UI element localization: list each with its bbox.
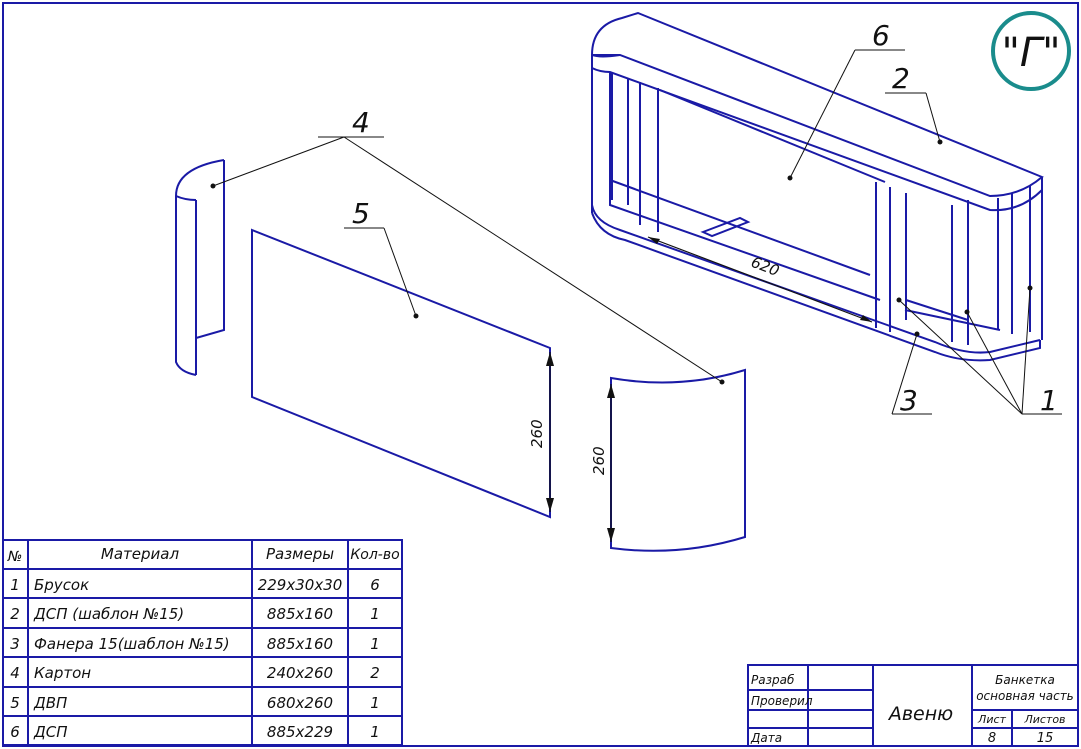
table-header-count: Кол-во xyxy=(350,547,399,563)
table-cell: 1 xyxy=(370,605,380,623)
callout-6: 6 xyxy=(872,19,890,52)
title-block-title-line1: Банкетка xyxy=(995,673,1055,687)
title-block-data: Дата xyxy=(750,731,782,745)
table-cell: 1 xyxy=(10,576,20,594)
part-4-left-curved xyxy=(175,159,225,376)
middle-posts xyxy=(875,182,907,332)
bottom-inner-line xyxy=(904,309,1001,331)
leader-dots xyxy=(210,139,1033,385)
bottom-board-front xyxy=(591,204,1041,354)
table-cell: 2 xyxy=(10,605,20,623)
title-block-list-value: 8 xyxy=(988,731,996,746)
callout-5: 5 xyxy=(352,197,370,230)
dimension-620: 620 xyxy=(647,236,873,323)
table-cell: 229х30х30 xyxy=(258,576,343,594)
table-cell: 4 xyxy=(10,664,20,682)
part-5-panel xyxy=(251,228,551,519)
stamp: "Г" xyxy=(991,11,1071,91)
back-top-line xyxy=(659,89,886,183)
dimension-260-curved-label: 260 xyxy=(590,446,608,475)
title-block-name: Авеню xyxy=(887,703,953,725)
table-cell: ДСП xyxy=(33,723,67,741)
part-4-curved-sheet xyxy=(610,368,746,552)
table-cell: Картон xyxy=(34,664,91,682)
table-header-size: Размеры xyxy=(266,545,334,563)
title-block-listov-value: 15 xyxy=(1037,731,1054,746)
bench-assembly xyxy=(590,11,1044,362)
callout-2: 2 xyxy=(892,62,910,95)
table-cell: 885х160 xyxy=(267,635,333,653)
table-cell: ДВП xyxy=(33,694,67,712)
leader-lines xyxy=(212,49,1062,415)
callout-4: 4 xyxy=(352,106,370,139)
left-posts xyxy=(611,72,659,232)
table-header-material: Материал xyxy=(101,545,180,563)
title-block: Разраб Проверил Дата Авеню Банкетка осно… xyxy=(747,664,1079,747)
table-cell: 1 xyxy=(370,635,380,653)
bottom-slot xyxy=(700,216,751,238)
dimension-260-panel-label: 260 xyxy=(528,419,546,448)
table-cell: Фанера 15(шаблон №15) xyxy=(34,635,230,653)
table-cell: 6 xyxy=(370,576,380,594)
bottom-board-thickness xyxy=(591,212,1041,362)
stamp-circle xyxy=(991,11,1071,91)
table-cell: 2 xyxy=(370,664,380,682)
top-board-thickness xyxy=(591,55,1043,212)
dimension-620-label: 620 xyxy=(749,253,782,280)
materials-table: № Материал Размеры Кол-во 1 Брусок 229х3… xyxy=(2,539,403,746)
table-cell: 5 xyxy=(10,694,20,712)
title-block-title-line2: основная часть xyxy=(976,689,1074,703)
top-board-edge xyxy=(591,54,621,58)
dimension-260-curved: 260 xyxy=(590,384,615,542)
title-block-proveril: Проверил xyxy=(751,694,813,708)
callout-1: 1 xyxy=(1040,384,1058,417)
bottom-inner-line-2 xyxy=(905,299,969,321)
stamp-text: "Г" xyxy=(1001,30,1060,76)
table-cell: 885х229 xyxy=(267,723,333,741)
table-cell: ДСП (шаблон №15) xyxy=(33,605,184,623)
table-cell: 1 xyxy=(370,694,380,712)
dimension-260-panel: 260 xyxy=(528,352,554,512)
right-posts xyxy=(951,180,1043,345)
table-cell: Брусок xyxy=(34,576,89,594)
back-bottom-line xyxy=(609,179,871,276)
title-block-list-label: Лист xyxy=(977,713,1006,726)
top-board xyxy=(590,11,1044,198)
table-cell: 6 xyxy=(10,723,20,741)
callout-3: 3 xyxy=(900,384,918,417)
table-cell: 1 xyxy=(370,723,380,741)
table-cell: 680х260 xyxy=(267,694,333,712)
table-cell: 240х260 xyxy=(267,664,333,682)
table-cell: 885х160 xyxy=(267,605,333,623)
title-block-listov-label: Листов xyxy=(1023,713,1065,726)
title-block-razrab: Разраб xyxy=(751,673,795,687)
inner-back-left xyxy=(609,72,881,301)
table-header-num: № xyxy=(7,549,23,565)
table-cell: 3 xyxy=(10,635,20,653)
